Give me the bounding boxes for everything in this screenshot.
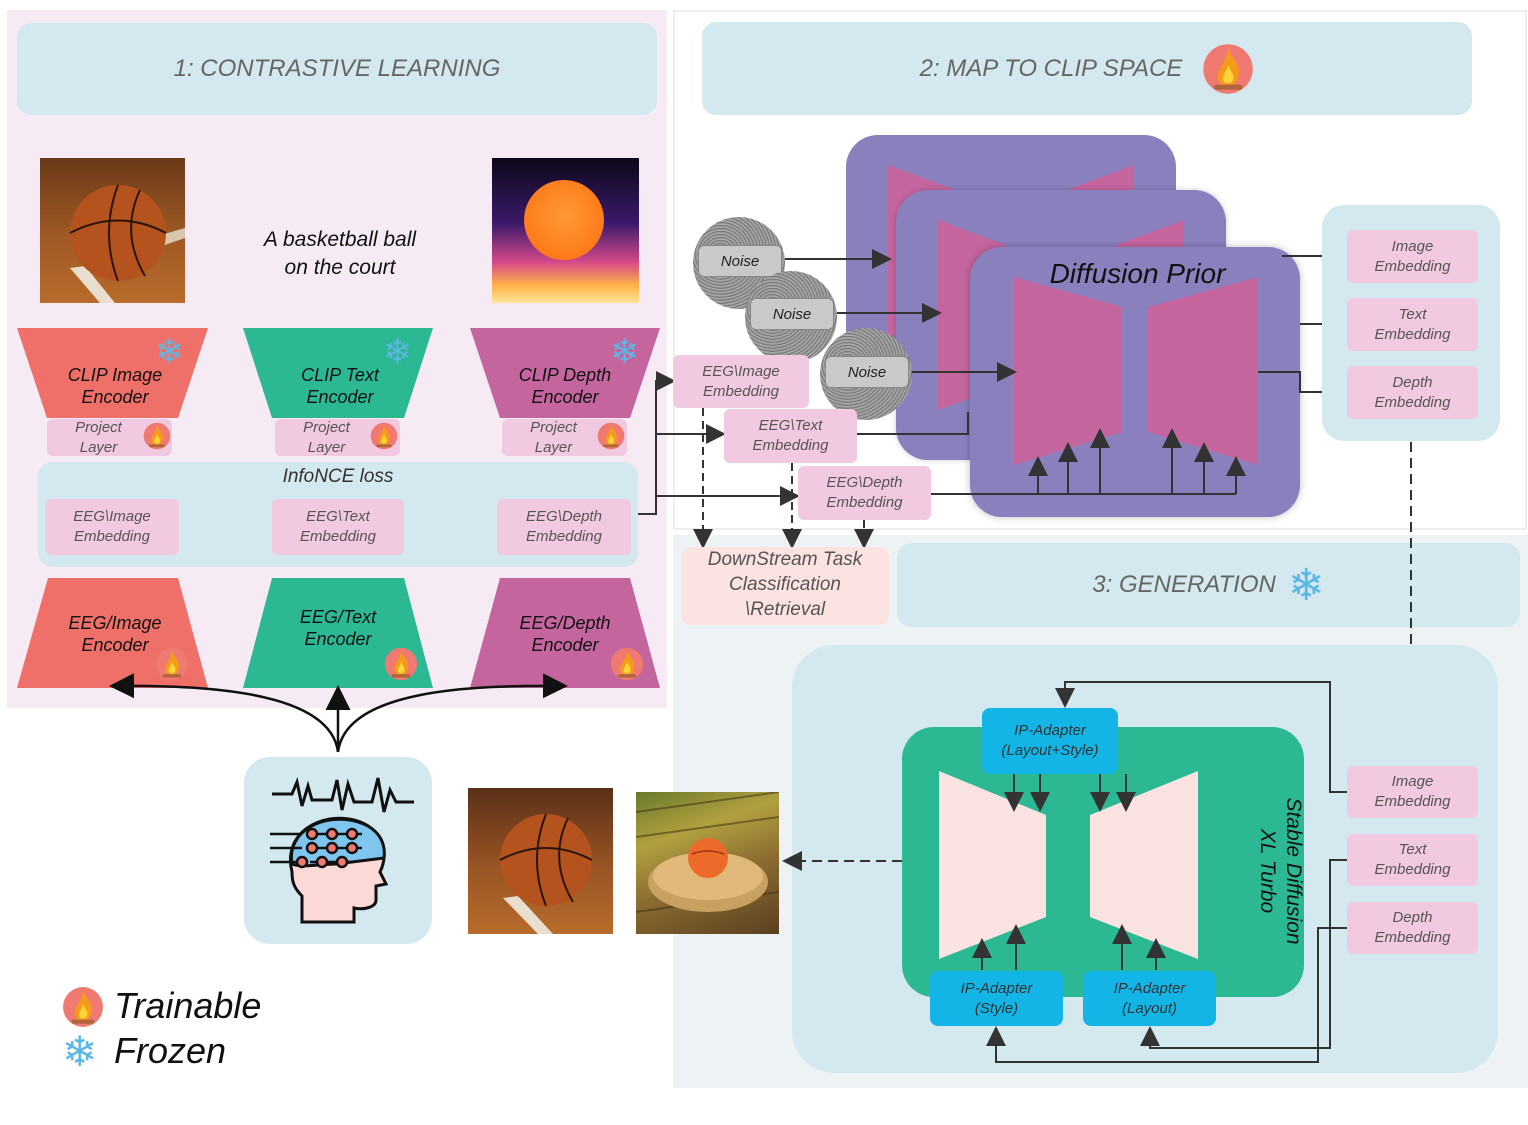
section1-title: 1: CONTRASTIVE LEARNING xyxy=(17,23,657,115)
legend-trainable: Trainable xyxy=(114,985,262,1026)
section3-title-text: 3: GENERATION xyxy=(1092,571,1276,598)
gen-input-text-embedding: Text Embedding xyxy=(1347,834,1478,886)
diffusion-prior-label: Diffusion Prior xyxy=(1049,258,1226,289)
infonce-label: InfoNCE loss xyxy=(282,466,394,487)
snowflake-icon: ❄ xyxy=(62,1028,98,1075)
fire-icon xyxy=(143,422,171,450)
eeg-brain-icon xyxy=(270,776,414,924)
ip-adapter-style: IP-Adapter (Style) xyxy=(930,971,1063,1026)
project-layer-label: Project Layer xyxy=(530,418,577,456)
fire-icon xyxy=(597,422,625,450)
gen-input-image-embedding: Image Embedding xyxy=(1347,766,1478,818)
eeg-image-encoder-label: EEG/Image Encoder xyxy=(68,613,162,655)
gen-input-depth-embedding: Depth Embedding xyxy=(1347,902,1478,954)
prior-front-shape xyxy=(1014,277,1258,465)
prior-input-eeg-text: EEG\Text Embedding xyxy=(724,409,857,463)
prior-output-text-embedding: Text Embedding xyxy=(1347,298,1478,351)
eeg-depth-encoder-label: EEG/Depth Encoder xyxy=(519,613,611,655)
image-caption: A basketball ball on the court xyxy=(263,228,417,279)
section2-title: 2: MAP TO CLIP SPACE xyxy=(702,22,1472,115)
original-basketball-photo xyxy=(468,788,613,934)
clip-depth-encoder xyxy=(470,328,660,418)
section3-title: 3: GENERATION ❄ xyxy=(897,543,1520,627)
project-layer-label: Project Layer xyxy=(303,418,350,456)
eeg-text-encoder-label: EEG/Text Encoder xyxy=(299,607,377,649)
fire-icon xyxy=(63,987,103,1027)
clip-text-encoder xyxy=(243,328,433,418)
legend-frozen: Frozen xyxy=(114,1030,227,1071)
prior-output-image-embedding: Image Embedding xyxy=(1347,230,1478,283)
project-layer-label: Project Layer xyxy=(75,418,122,456)
generated-image xyxy=(636,792,779,934)
clip-depth-encoder-label: CLIP Depth Encoder xyxy=(518,365,612,407)
clip-text-encoder-label: CLIP Text Encoder xyxy=(301,365,379,407)
noise-label: Noise xyxy=(698,245,782,277)
ip-adapter-layout-style: IP-Adapter (Layout+Style) xyxy=(982,708,1118,774)
fire-icon xyxy=(370,422,398,450)
ip-adapter-layout: IP-Adapter (Layout) xyxy=(1083,971,1216,1026)
downstream-task: DownStream Task Classification \Retrieva… xyxy=(681,547,889,625)
fire-icon xyxy=(610,647,644,681)
section2-title-text: 2: MAP TO CLIP SPACE xyxy=(919,54,1183,82)
basketball-photo xyxy=(40,158,185,303)
snowflake-icon: ❄ xyxy=(155,333,184,371)
project-layer-text: Project Layer xyxy=(275,419,400,456)
clip-image-encoder xyxy=(17,328,208,418)
fire-icon xyxy=(1203,43,1254,94)
noise-label: Noise xyxy=(825,356,909,388)
sdxl-unet-shape xyxy=(939,771,1198,959)
fire-icon xyxy=(384,647,418,681)
snowflake-icon: ❄ xyxy=(610,333,639,371)
snowflake-icon: ❄ xyxy=(383,333,412,371)
prior-output-depth-embedding: Depth Embedding xyxy=(1347,366,1478,419)
clip-image-encoder-label: CLIP Image Encoder xyxy=(67,365,163,407)
eeg-image-embedding: EEG\Image Embedding xyxy=(45,499,179,555)
snowflake-icon: ❄ xyxy=(1287,560,1325,610)
eeg-text-embedding: EEG\Text Embedding xyxy=(272,499,404,555)
prior-input-eeg-depth: EEG\Depth Embedding xyxy=(798,466,931,520)
eeg-depth-embedding: EEG\Depth Embedding xyxy=(497,499,631,555)
depth-map-image xyxy=(492,158,639,303)
prior-input-eeg-image: EEG\Image Embedding xyxy=(673,355,809,408)
fire-icon xyxy=(155,647,189,681)
noise-label: Noise xyxy=(750,298,834,330)
